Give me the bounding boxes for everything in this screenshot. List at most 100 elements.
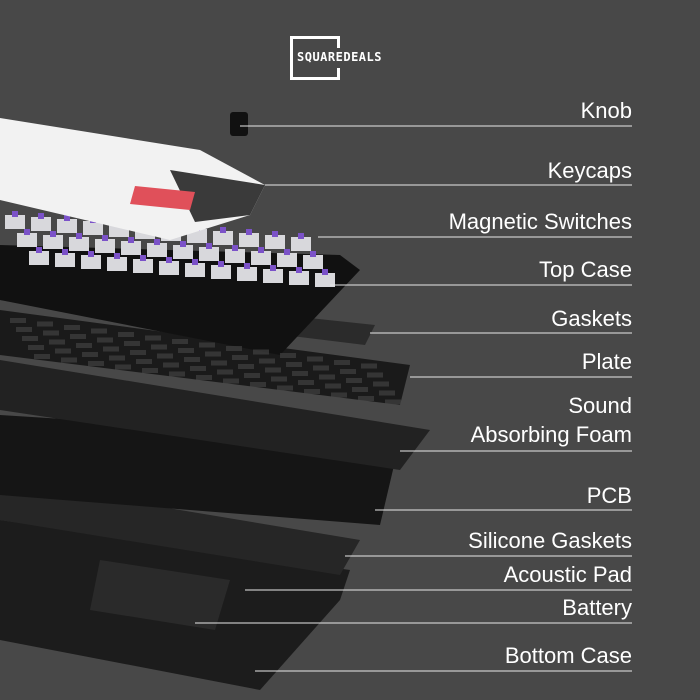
switch xyxy=(29,251,49,265)
plate-cutout xyxy=(76,343,92,348)
switch xyxy=(225,249,245,263)
switch-stem xyxy=(24,229,30,235)
plate-cutout xyxy=(136,359,152,364)
switch xyxy=(81,255,101,269)
switch-stem xyxy=(62,249,68,255)
switch-stem xyxy=(50,231,56,237)
plate-cutout xyxy=(109,355,125,361)
switch-stem xyxy=(218,261,224,267)
plate-cutout xyxy=(226,346,242,351)
switch xyxy=(315,273,335,287)
plate-cutout xyxy=(298,380,314,385)
plate-cutout xyxy=(190,366,206,371)
plate-cutout xyxy=(217,369,233,375)
switch-stem xyxy=(322,269,328,275)
plate-cutout xyxy=(22,336,38,341)
switch xyxy=(211,265,231,279)
plate-cutout xyxy=(34,354,50,359)
switch xyxy=(239,233,259,247)
plate-cutout xyxy=(172,339,188,344)
switch-stem xyxy=(220,227,226,233)
label-knob: Knob xyxy=(580,98,632,123)
plate-cutout xyxy=(10,318,26,323)
plate-cutout xyxy=(331,392,347,398)
plate-cutout xyxy=(103,346,119,352)
plate-cutout xyxy=(178,348,194,353)
switch xyxy=(277,253,297,267)
switch xyxy=(107,257,127,271)
switch xyxy=(265,235,285,249)
plate-cutout xyxy=(223,378,239,384)
plate-cutout xyxy=(271,376,287,382)
plate-cutout xyxy=(307,356,323,362)
switch xyxy=(263,269,283,283)
plate-cutout xyxy=(37,321,53,327)
switch-stem xyxy=(258,247,264,253)
plate-cutout xyxy=(157,353,173,359)
plate-cutout xyxy=(118,332,134,337)
plate-cutout xyxy=(91,328,107,334)
plate-cutout xyxy=(82,352,98,357)
plate-cutout xyxy=(151,344,167,350)
plate-cutout xyxy=(277,385,293,391)
plate-cutout xyxy=(358,396,374,401)
plate-cutout xyxy=(97,337,113,343)
dark-keycaps xyxy=(170,170,265,222)
plate-cutout xyxy=(49,339,65,345)
switch xyxy=(251,251,271,265)
switch xyxy=(17,233,37,247)
plate-cutout xyxy=(199,342,215,348)
plate-cutout xyxy=(379,390,395,396)
switch-stem xyxy=(180,241,186,247)
switch xyxy=(31,217,51,231)
switch xyxy=(303,255,323,269)
switch xyxy=(69,237,89,251)
label-magnetic-switches: Magnetic Switches xyxy=(448,209,632,234)
plate-cutout xyxy=(16,327,32,332)
switch-stem xyxy=(102,235,108,241)
switch xyxy=(159,261,179,275)
plate-cutout xyxy=(142,368,158,373)
plate-cutout xyxy=(259,358,275,364)
label-top-case: Top Case xyxy=(539,257,632,282)
plate-cutout xyxy=(163,362,179,368)
plate-cutout xyxy=(286,362,302,367)
plate-cutout xyxy=(124,341,140,346)
plate-cutout xyxy=(265,367,281,373)
label-absorbing-foam: Absorbing Foam xyxy=(470,422,632,447)
plate-cutout xyxy=(361,363,377,369)
plate-cutout xyxy=(196,375,212,380)
switch xyxy=(83,221,103,235)
switch xyxy=(55,253,75,267)
knob-part xyxy=(230,112,248,136)
switch-stem xyxy=(310,251,316,257)
switch xyxy=(5,215,25,229)
switch-stem xyxy=(12,211,18,217)
label-keycaps: Keycaps xyxy=(547,158,632,183)
brand-logo-text: SQUAREDEALS xyxy=(297,50,382,64)
switch xyxy=(213,231,233,245)
switch-stem xyxy=(246,229,252,235)
switch-stem xyxy=(88,251,94,257)
plate-cutout xyxy=(352,387,368,392)
switch-stem xyxy=(140,255,146,261)
plate-cutout xyxy=(145,335,161,341)
switch-stem xyxy=(296,267,302,273)
switch xyxy=(43,235,63,249)
switch xyxy=(199,247,219,261)
plate-cutout xyxy=(319,374,335,380)
plate-cutout xyxy=(250,382,266,387)
switch-stem xyxy=(114,253,120,259)
switch xyxy=(147,243,167,257)
switch-stem xyxy=(298,233,304,239)
plate-cutout xyxy=(244,373,260,378)
plate-cutout xyxy=(340,369,356,374)
switch xyxy=(173,245,193,259)
plate-cutout xyxy=(373,381,389,387)
plate-cutout xyxy=(280,353,296,358)
switch-stem xyxy=(154,239,160,245)
battery-layer xyxy=(90,560,230,630)
plate-cutout xyxy=(70,334,86,339)
switch-stem xyxy=(244,263,250,269)
plate-cutout xyxy=(238,364,254,369)
